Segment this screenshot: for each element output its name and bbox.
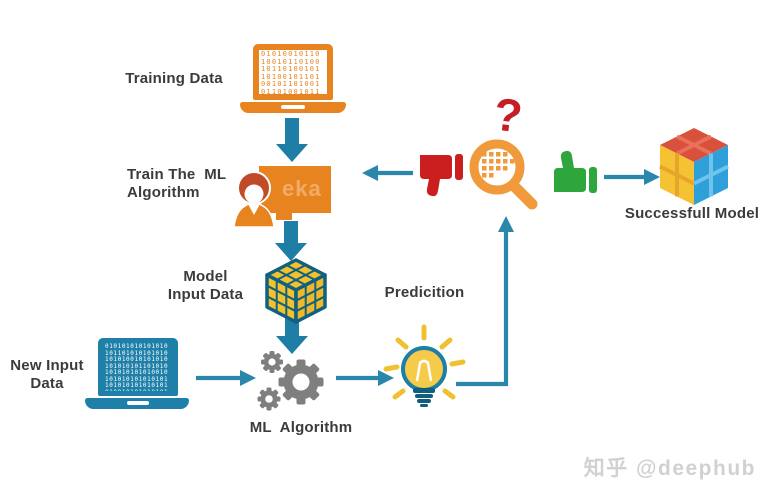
lightbulb-icon — [383, 324, 466, 407]
label-new-input-data: New Input Data — [10, 357, 84, 393]
site-watermark: 知乎 @deephub — [583, 457, 756, 480]
down-arrow-icon — [276, 314, 308, 354]
new-input-laptop-notch — [127, 401, 149, 405]
new-input-binary-data: 0101010101010101011010101010101010100101… — [105, 343, 169, 393]
label-successful-model: Successfull Model — [624, 205, 760, 222]
model-cube-icon — [265, 258, 327, 324]
down-arrow-icon — [275, 221, 307, 261]
arrow-evaluation-to-model — [604, 169, 660, 185]
arrow-newinput-to-gears — [196, 370, 256, 386]
training-binary-data: 0101001011010010110100101101001011010010… — [261, 50, 321, 96]
label-prediction: Predicition — [384, 284, 465, 301]
arrow-prediction-to-evaluation — [456, 216, 514, 387]
magnifier-icon — [469, 139, 538, 210]
training-laptop-screen: 0101001011010010110100101101001011010010… — [253, 44, 333, 100]
label-training-data: Training Data — [125, 70, 223, 87]
arrow-gears-to-prediction — [336, 370, 394, 386]
thumbs-up-icon — [554, 150, 597, 193]
success-cube-icon — [659, 128, 729, 205]
gears-icon — [257, 351, 324, 411]
arrow-evaluation-to-train — [362, 165, 413, 181]
down-arrow-icon — [276, 118, 308, 162]
training-laptop-notch — [281, 105, 305, 109]
label-ml-algorithm: ML Algorithm — [249, 419, 353, 436]
thumbs-down-icon — [420, 154, 463, 197]
new-input-laptop-screen: 0101010101010101011010101010101010100101… — [98, 338, 178, 396]
label-train-ml-algorithm: Train The ML Algorithm — [127, 166, 227, 202]
label-model-input-data: Model Input Data — [167, 268, 244, 304]
board-watermark: eka — [282, 176, 322, 201]
trainer-icon — [233, 166, 331, 228]
